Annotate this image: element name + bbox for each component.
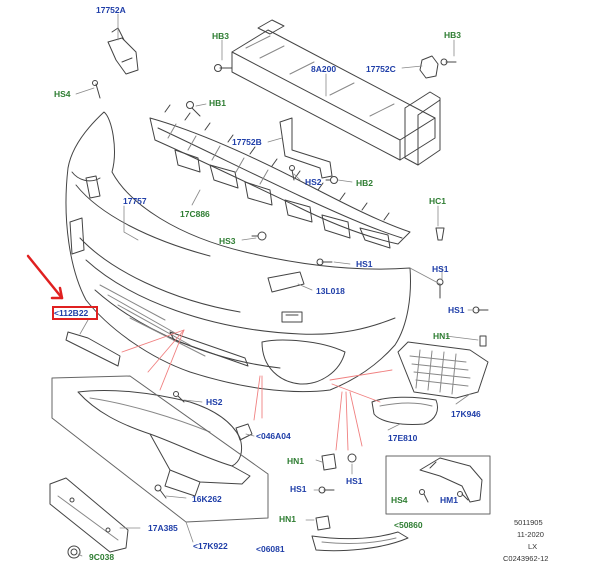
label-112b22: <112B22 [54, 308, 89, 318]
lower-reinforcement [77, 389, 251, 497]
label-hc1: HC1 [429, 196, 447, 206]
label-hb2: HB2 [356, 178, 374, 188]
label-hs1-right2: HS1 [448, 305, 465, 315]
note-illustration-code: C0243962-12 [503, 554, 549, 563]
label-hn1-right: HN1 [433, 331, 451, 341]
label-046a04: <046A04 [256, 431, 291, 441]
tow-eye-cover [267, 271, 305, 293]
label-13l018: 13L018 [316, 286, 345, 296]
label-hs2-lower: HS2 [206, 397, 223, 407]
red-arrow [26, 254, 64, 300]
label-17e810: 17E810 [388, 433, 418, 443]
label-hs1-center: HS1 [356, 259, 373, 269]
label-hb3-left: HB3 [212, 31, 230, 41]
label-hs1-right: HS1 [432, 264, 449, 274]
label-hs4-bottom: HS4 [391, 495, 408, 505]
leader-lines [75, 13, 479, 557]
label-hs1-mid: HS1 [346, 476, 363, 486]
label-17k922: <17K922 [193, 541, 228, 551]
label-17c886: 17C886 [180, 209, 210, 219]
note-part-number: 5011905 [514, 518, 543, 527]
label-hb1: HB1 [209, 98, 227, 108]
label-8a200: 8A200 [311, 64, 337, 74]
bumper-beam [231, 19, 441, 166]
fog-grille-17k946 [397, 341, 489, 399]
sensor-bracket-box [385, 455, 491, 515]
lower-trim-112b22 [65, 331, 121, 367]
note-model: LX [528, 542, 538, 551]
bracket-17752b [279, 117, 333, 179]
highlight-box [52, 306, 98, 320]
energy-absorber [149, 104, 411, 249]
bumper-cover [65, 111, 411, 393]
label-hm1: HM1 [440, 495, 458, 505]
bracket-17752a [107, 27, 139, 75]
label-hb3-right: HB3 [444, 30, 462, 40]
label-hs4-top: HS4 [54, 89, 71, 99]
bracket-17752c [419, 55, 439, 79]
license-plate-bracket [49, 477, 129, 553]
fasteners [67, 58, 489, 559]
trim-17e810 [371, 396, 438, 425]
label-hn1-mid: HN1 [287, 456, 305, 466]
label-17757: 17757 [123, 196, 147, 206]
label-hs3: HS3 [219, 236, 236, 246]
label-16k262: 16K262 [192, 494, 222, 504]
trim-06081 [311, 531, 409, 552]
label-hs1-low: HS1 [290, 484, 307, 494]
red-callout-lines [121, 329, 393, 451]
label-50860: <50860 [394, 520, 423, 530]
label-9c038: 9C038 [89, 552, 115, 562]
label-06081: <06081 [256, 544, 285, 554]
label-hs2-mid: HS2 [305, 177, 322, 187]
note-date: 11-2020 [517, 530, 544, 539]
label-17752c: 17752C [366, 64, 396, 74]
label-17a385: 17A385 [148, 523, 178, 533]
label-hn1-low: HN1 [279, 514, 297, 524]
label-17k946: 17K946 [451, 409, 481, 419]
label-17752b: 17752B [232, 137, 262, 147]
label-17752a: 17752A [96, 5, 126, 15]
